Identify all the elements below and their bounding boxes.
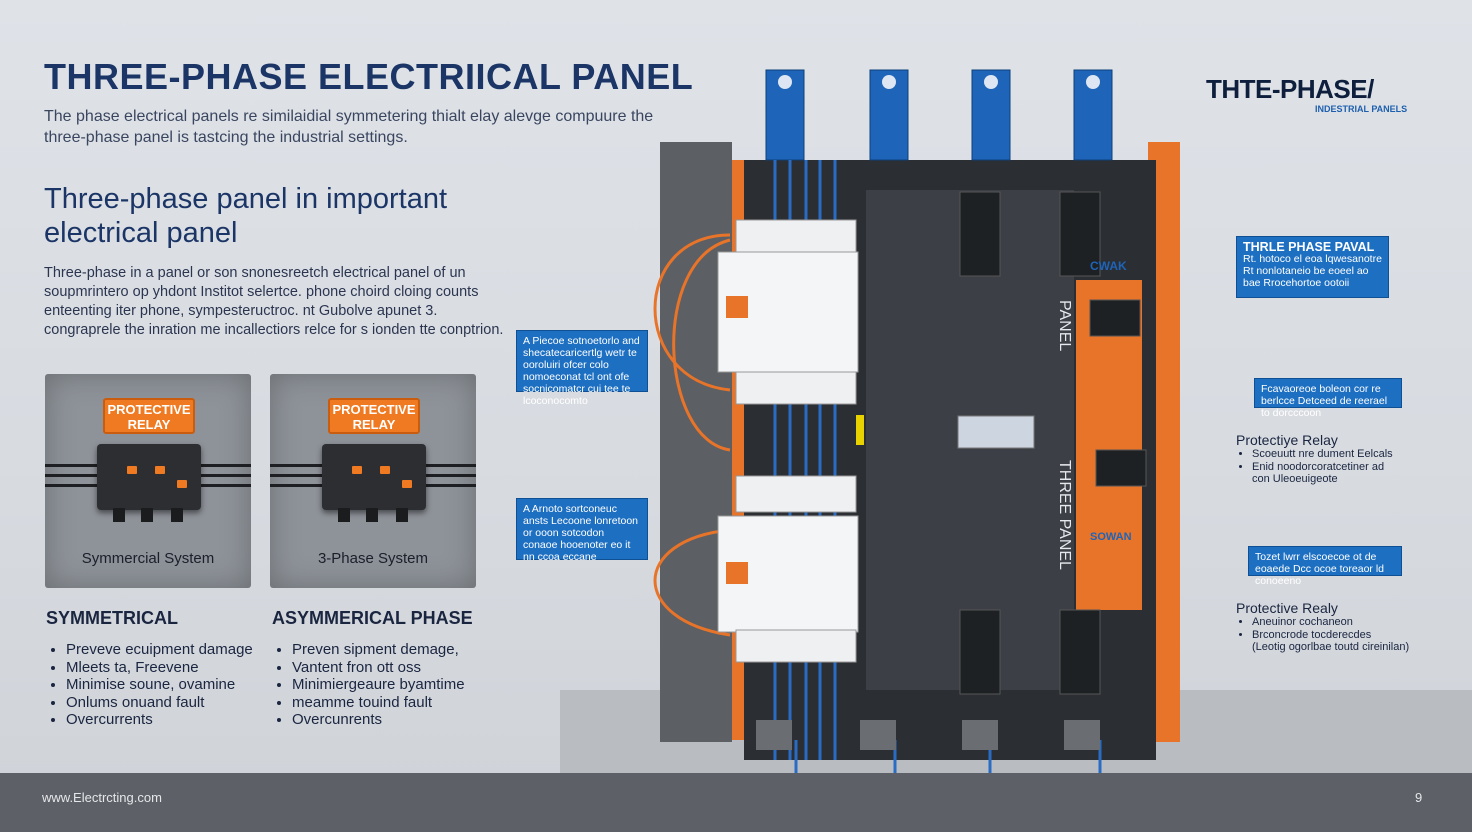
list-item: (Leotig ogorlbae toutd cireinilan) [1252, 641, 1410, 653]
column-symmetrical: SYMMETRICAL Preveve ecuipment damage Mle… [46, 608, 266, 729]
brand-subtitle: INDESTRIAL PANELS [1315, 104, 1408, 114]
card-caption: 3-Phase System [317, 550, 429, 567]
callout-title: THRLE PHASE PAVAL [1243, 240, 1375, 254]
electrical-panel-illustration: CWAK SOWAN PANEL THREE PANEL [653, 69, 1180, 780]
page-number: 9 [1415, 790, 1423, 805]
page-title: THREE-PHASE ELECTRIICAL PANEL [44, 56, 694, 97]
footer-bar [0, 773, 1472, 832]
yellow-marker [856, 415, 864, 445]
callout-right-top: THRLE PHASE PAVAL Rt. hotoco el eoa lqwe… [1236, 236, 1389, 298]
column-asymmetrical: ASYMMERICAL PHASE Preven sipment demage,… [272, 608, 512, 729]
relay-blocks [959, 191, 1147, 695]
list-item: Onlums onuand fault [66, 694, 266, 712]
breaker-module-upper [717, 219, 859, 405]
left-frame [660, 142, 732, 742]
orange-wires [653, 233, 731, 637]
list-item: Minimise soune, ovamine [66, 676, 266, 694]
relay-device-icon [97, 444, 201, 522]
list-item: Overcurrents [66, 711, 266, 729]
list-item: Minimiergeaure byamtime [292, 676, 512, 694]
meter-display [957, 415, 1035, 449]
list-item: Enid noodorcoratcetiner ad [1252, 461, 1436, 474]
list-item: Mleets ta, Freevene [66, 659, 266, 677]
top-breakers [765, 69, 1113, 161]
list-item: meamme touind fault [292, 694, 512, 712]
callout-right-middle: Fcavaoreoe boleon cor re berlcce Detceed… [1254, 378, 1402, 419]
list-item: Vantent fron ott oss [292, 659, 512, 677]
section-paragraph: Three-phase in a panel or son snonesreet… [44, 265, 504, 338]
list-item: Scoeuutt nre dument Eelcals [1252, 448, 1436, 461]
side-note-list: Scoeuutt nre dument Eelcals Enid noodorc… [1236, 448, 1436, 486]
callout-left-upper: A Piecoe sotnoetorlo and shecatecaricert… [516, 330, 648, 407]
side-note-title: Protective Realy [1236, 600, 1338, 616]
callout-text: Rt. hotoco el eoa lqwesanotre Rt nonlota… [1243, 253, 1382, 289]
side-note-title: Protectiye Relay [1236, 432, 1338, 448]
breaker-module-lower [717, 475, 859, 663]
side-note-relay-1: Protectiye Relay Scoeuutt nre dument Eel… [1236, 432, 1436, 486]
bullet-list: Preven sipment demage, Vantent fron ott … [272, 641, 512, 729]
list-item: Brconcrode tocderecdes [1252, 629, 1451, 642]
callout-right-lower: Tozet lwrr elscoecoe ot de eoaede Dcc oc… [1248, 546, 1402, 587]
list-item: Aneuinor cochaneon [1252, 616, 1451, 629]
section-subheading: Three-phase panel in important electrica… [44, 183, 448, 249]
list-item: Preven sipment demage, [292, 641, 512, 659]
column-title: SYMMETRICAL [46, 608, 178, 628]
relay-device-icon [322, 444, 426, 522]
callout-left-lower: A Arnoto sortconeuc ansts Lecoone lonret… [516, 498, 648, 563]
panel-brand-label-2: SOWAN [1090, 531, 1132, 543]
side-note-relay-2: Protective Realy Aneuinor cochaneon Brco… [1236, 600, 1451, 654]
panel-vertical-label: PANEL [1056, 300, 1073, 351]
panel-brand-label: CWAK [1090, 259, 1127, 273]
bullet-list: Preveve ecuipment damage Mleets ta, Free… [46, 641, 266, 729]
brand-logo: THTE-PHASE/ [1206, 74, 1374, 104]
side-note-list: Aneuinor cochaneon Brconcrode tocderecde… [1236, 616, 1451, 654]
list-item: con Uleoeuigeote [1252, 473, 1338, 485]
list-item: Overcunrents [292, 711, 512, 729]
card-caption: Symmercial System [81, 550, 215, 567]
column-title: ASYMMERICAL PHASE [272, 608, 473, 628]
footer-url[interactable]: www.Electrcting.com [42, 790, 162, 805]
bottom-terminals [756, 720, 1100, 750]
list-item: Preveve ecuipment damage [66, 641, 266, 659]
panel-vertical-label-2: THREE PANEL [1056, 460, 1073, 570]
intro-text: The phase electrical panels re similaidi… [44, 108, 654, 146]
